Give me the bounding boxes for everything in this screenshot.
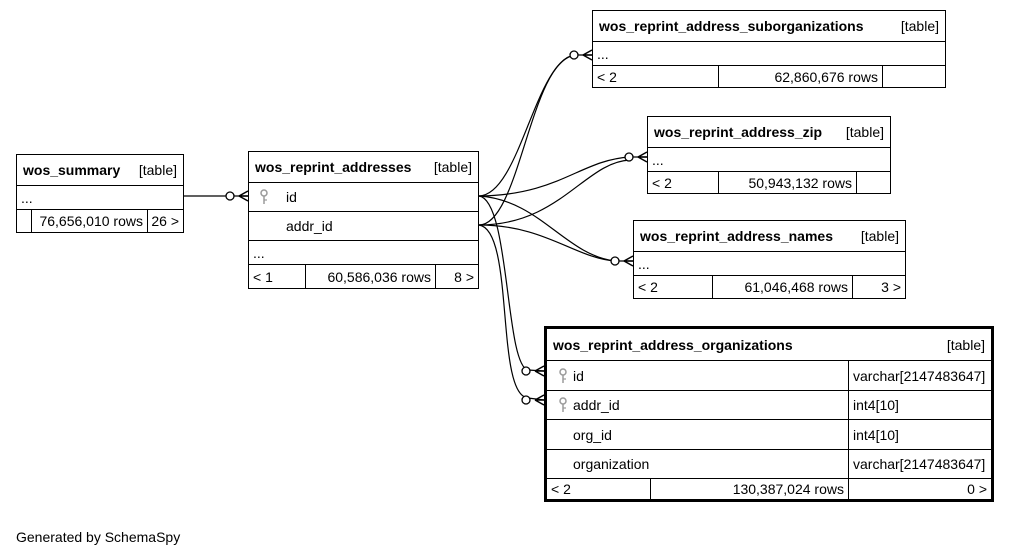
table-wos-summary[interactable]: wos_summary [table] ... 76,656,010 rows … bbox=[16, 154, 184, 233]
column-name: addr_id bbox=[573, 397, 620, 413]
parents-count[interactable]: < 2 bbox=[551, 481, 571, 497]
more-columns-label: ... bbox=[638, 255, 650, 272]
column-type: int4[10] bbox=[848, 420, 991, 449]
crows-foot-marker bbox=[521, 394, 545, 406]
edge-addr-names bbox=[478, 224, 616, 262]
table-wos-reprint-address-organizations[interactable]: wos_reprint_address_organizations [table… bbox=[544, 326, 994, 502]
children-count bbox=[882, 66, 945, 87]
column-name: id bbox=[573, 367, 584, 384]
table-kind: [table] bbox=[860, 228, 899, 244]
table-wos-reprint-addresses[interactable]: wos_reprint_addresses [table] id addr_id… bbox=[248, 151, 479, 289]
edge-addr-zip bbox=[478, 159, 631, 226]
key-icon bbox=[257, 183, 271, 211]
column-name: id bbox=[286, 189, 297, 205]
parents-count[interactable]: < 1 bbox=[253, 268, 273, 285]
table-name[interactable]: wos_reprint_address_names bbox=[640, 228, 833, 244]
stats-row: < 2 61,046,468 rows 3 > bbox=[634, 275, 905, 298]
crows-foot-marker bbox=[521, 365, 545, 377]
column-row[interactable]: organization varchar[2147483647] bbox=[547, 449, 991, 478]
crows-foot-marker bbox=[624, 151, 648, 163]
key-icon bbox=[556, 361, 570, 390]
children-count bbox=[856, 172, 890, 193]
table-header[interactable]: wos_reprint_address_organizations [table… bbox=[547, 329, 991, 360]
table-header[interactable]: wos_reprint_addresses [table] bbox=[249, 152, 478, 182]
row-count: 50,943,132 rows bbox=[718, 172, 856, 193]
table-name[interactable]: wos_reprint_address_suborganizations bbox=[599, 18, 864, 34]
row-count: 76,656,010 rows bbox=[31, 210, 147, 232]
more-columns-row: ... bbox=[17, 185, 183, 209]
stats-row: < 2 50,943,132 rows bbox=[648, 171, 890, 193]
table-header[interactable]: wos_summary [table] bbox=[17, 155, 183, 185]
edge-addr-suborgs bbox=[478, 54, 576, 226]
more-columns-label: ... bbox=[597, 45, 609, 62]
column-name: org_id bbox=[573, 426, 612, 443]
column-type: int4[10] bbox=[848, 391, 991, 419]
table-kind: [table] bbox=[138, 162, 177, 178]
more-columns-row: ... bbox=[593, 41, 945, 65]
children-count[interactable]: 0 > bbox=[848, 479, 991, 499]
crows-foot-marker bbox=[610, 255, 634, 267]
more-columns-label: ... bbox=[253, 244, 265, 261]
table-header[interactable]: wos_reprint_address_names [table] bbox=[634, 221, 905, 251]
column-name: addr_id bbox=[286, 218, 333, 234]
table-kind: [table] bbox=[946, 336, 985, 353]
column-name: organization bbox=[573, 456, 650, 472]
table-wos-reprint-address-zip[interactable]: wos_reprint_address_zip [table] ... < 2 … bbox=[647, 116, 891, 194]
table-kind: [table] bbox=[845, 124, 884, 140]
more-columns-row: ... bbox=[648, 147, 890, 171]
row-count: 60,586,036 rows bbox=[305, 265, 435, 288]
edge-addr-orgs bbox=[478, 224, 545, 401]
parents-count[interactable]: < 2 bbox=[638, 279, 658, 295]
table-name[interactable]: wos_reprint_addresses bbox=[255, 159, 412, 175]
table-header[interactable]: wos_reprint_address_zip [table] bbox=[648, 117, 890, 147]
key-icon bbox=[556, 391, 570, 419]
stats-row: < 2 62,860,676 rows bbox=[593, 65, 945, 87]
row-count: 130,387,024 rows bbox=[650, 479, 848, 499]
row-count: 62,860,676 rows bbox=[718, 66, 882, 87]
more-columns-label: ... bbox=[21, 189, 33, 206]
row-count: 61,046,468 rows bbox=[712, 276, 852, 298]
column-type: varchar[2147483647] bbox=[848, 361, 991, 390]
column-row[interactable]: addr_id bbox=[249, 211, 478, 240]
table-wos-reprint-address-suborganizations[interactable]: wos_reprint_address_suborganizations [ta… bbox=[592, 10, 946, 88]
column-row[interactable]: id varchar[2147483647] bbox=[547, 360, 991, 390]
column-type: varchar[2147483647] bbox=[848, 450, 991, 478]
edge-id-zip bbox=[478, 156, 647, 197]
parents-count bbox=[17, 210, 31, 232]
more-columns-label: ... bbox=[652, 151, 664, 168]
children-count[interactable]: 8 > bbox=[435, 265, 478, 288]
table-header[interactable]: wos_reprint_address_suborganizations [ta… bbox=[593, 11, 945, 41]
more-columns-row: ... bbox=[634, 251, 905, 275]
children-count[interactable]: 26 > bbox=[147, 210, 183, 232]
stats-row: < 1 60,586,036 rows 8 > bbox=[249, 264, 478, 288]
table-name[interactable]: wos_reprint_address_organizations bbox=[553, 336, 793, 353]
column-row[interactable]: addr_id int4[10] bbox=[547, 390, 991, 419]
parents-count[interactable]: < 2 bbox=[652, 174, 672, 191]
footer-generated-by: Generated by SchemaSpy bbox=[16, 529, 181, 545]
table-kind: [table] bbox=[900, 18, 939, 34]
stats-row: < 2 130,387,024 rows 0 > bbox=[547, 478, 991, 499]
table-name[interactable]: wos_summary bbox=[23, 162, 121, 178]
column-row[interactable]: org_id int4[10] bbox=[547, 419, 991, 449]
crows-foot-marker bbox=[225, 190, 249, 202]
stats-row: 76,656,010 rows 26 > bbox=[17, 209, 183, 232]
more-columns-row: ... bbox=[249, 240, 478, 264]
column-row[interactable]: id bbox=[249, 182, 478, 211]
parents-count[interactable]: < 2 bbox=[597, 68, 617, 85]
table-kind: [table] bbox=[433, 159, 472, 175]
edge-id-suborgs bbox=[478, 54, 592, 197]
crows-foot-marker bbox=[569, 49, 593, 61]
children-count[interactable]: 3 > bbox=[852, 276, 905, 298]
table-name[interactable]: wos_reprint_address_zip bbox=[654, 124, 823, 140]
table-wos-reprint-address-names[interactable]: wos_reprint_address_names [table] ... < … bbox=[633, 220, 906, 299]
